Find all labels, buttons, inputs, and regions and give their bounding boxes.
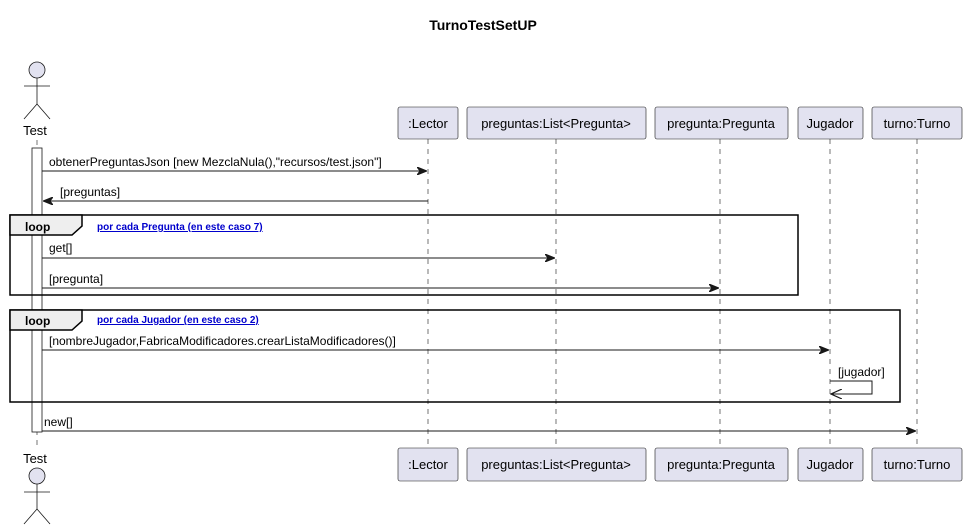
- participant-turno-bottom: turno:Turno: [871, 447, 963, 482]
- participant-preguntas-top: preguntas:List<Pregunta>: [466, 106, 647, 140]
- participant-label-turno: turno:Turno: [884, 116, 951, 131]
- participant-label-pregunta: pregunta:Pregunta: [667, 116, 775, 131]
- loop-keyword-2: loop: [25, 314, 50, 328]
- participant-lector-bottom: :Lector: [397, 447, 459, 482]
- loop-keyword-1: loop: [25, 220, 50, 234]
- participant-label-jugador-bottom: Jugador: [807, 457, 855, 472]
- actor-test-top: [23, 61, 51, 120]
- participant-jugador-top: Jugador: [797, 106, 864, 140]
- participant-jugador-bottom: Jugador: [797, 447, 864, 482]
- participant-pregunta-bottom: pregunta:Pregunta: [654, 447, 789, 482]
- participant-label-jugador: Jugador: [807, 116, 855, 131]
- message-label-preguntas-return: [preguntas]: [60, 185, 120, 199]
- participant-lector-top: :Lector: [397, 106, 459, 140]
- message-arrow-jugador-self: [830, 380, 873, 394]
- diagram-title: TurnoTestSetUP: [429, 17, 537, 33]
- actor-test-bottom: [23, 467, 51, 525]
- participant-pregunta-top: pregunta:Pregunta: [654, 106, 789, 140]
- loop-condition-preguntas[interactable]: por cada Pregunta (en este caso 7): [97, 222, 263, 233]
- message-label-pregunta: [pregunta]: [49, 272, 103, 286]
- loop-frame-preguntas: loop: [9, 214, 799, 296]
- actor-label-test-bottom: Test: [23, 451, 47, 466]
- participant-label-lector-bottom: :Lector: [408, 457, 448, 472]
- participant-preguntas-bottom: preguntas:List<Pregunta>: [466, 447, 647, 482]
- message-label-nombre-jugador: [nombreJugador,FabricaModificadores.crea…: [49, 334, 396, 348]
- participant-label-turno-bottom: turno:Turno: [884, 457, 951, 472]
- participant-label-pregunta-bottom: pregunta:Pregunta: [667, 457, 775, 472]
- message-label-jugador-self: [jugador]: [838, 365, 885, 379]
- message-label-obtener-preguntas: obtenerPreguntasJson [new MezclaNula(),"…: [49, 155, 382, 169]
- actor-label-test-top: Test: [23, 123, 47, 138]
- activation-bar-test: [31, 147, 43, 433]
- message-label-new: new[]: [44, 415, 73, 429]
- participant-label-preguntas-bottom: preguntas:List<Pregunta>: [481, 457, 631, 472]
- participant-label-lector: :Lector: [408, 116, 448, 131]
- loop-condition-jugadores[interactable]: por cada Jugador (en este caso 2): [97, 315, 259, 326]
- message-label-get: get[]: [49, 241, 72, 255]
- loop-frame-jugadores: loop: [9, 309, 901, 403]
- participant-label-preguntas: preguntas:List<Pregunta>: [481, 116, 631, 131]
- participant-turno-top: turno:Turno: [871, 106, 963, 140]
